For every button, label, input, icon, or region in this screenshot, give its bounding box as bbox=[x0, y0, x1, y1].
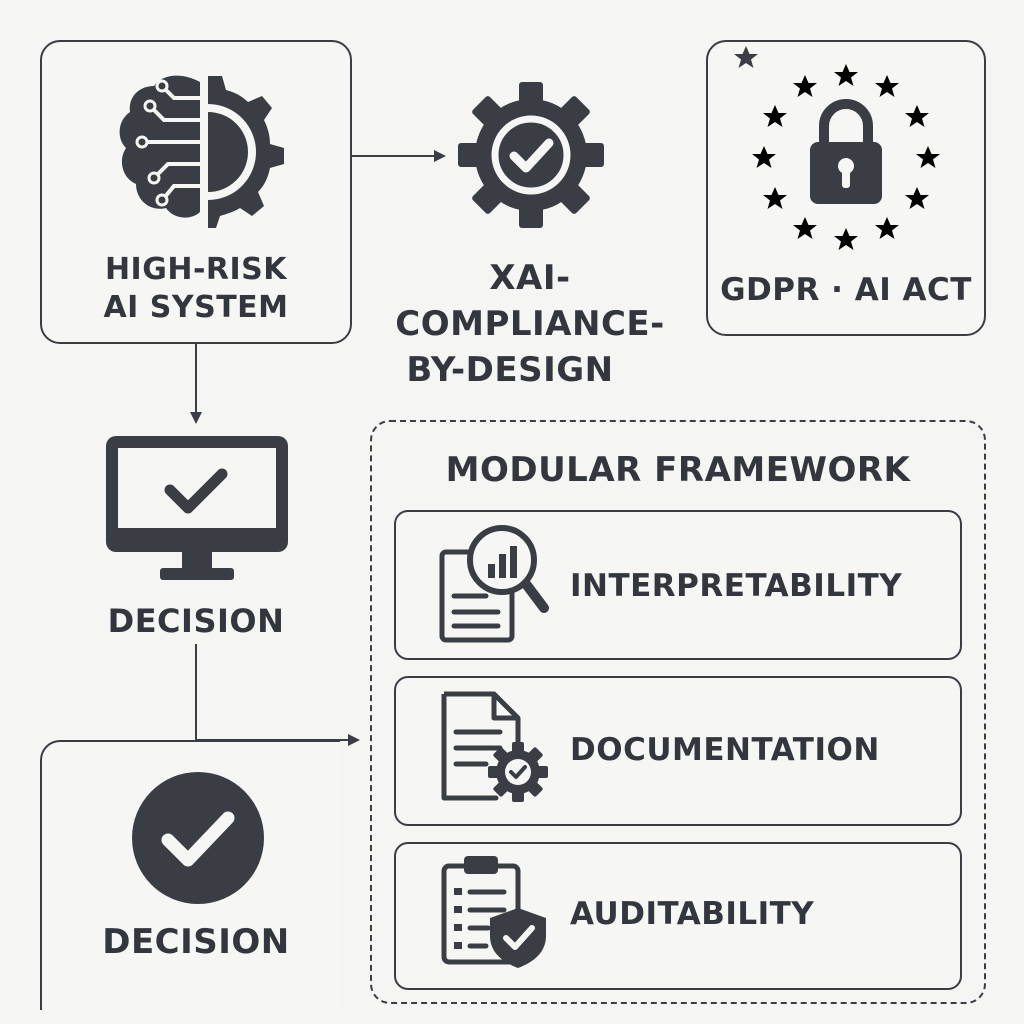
modular-framework-container bbox=[370, 420, 986, 1004]
decision-monitor-label: DECISION bbox=[107, 602, 285, 640]
check-circle-icon bbox=[132, 772, 264, 904]
xai-label-line3: BY-DESIGN bbox=[406, 350, 614, 390]
brain-gear-icon bbox=[119, 75, 284, 228]
interpretability-label: INTERPRETABILITY bbox=[570, 568, 903, 604]
gear-check-icon bbox=[458, 82, 604, 228]
auditability-label: AUDITABILITY bbox=[570, 896, 815, 932]
framework-title: MODULAR FRAMEWORK bbox=[445, 450, 911, 490]
xai-label-line2: COMPLIANCE- bbox=[395, 304, 665, 344]
module-documentation[interactable] bbox=[394, 676, 962, 826]
eu-stars-padlock-icon bbox=[734, 46, 940, 250]
high-risk-label-line1: HIGH-RISK bbox=[104, 252, 288, 287]
regulation-label: GDPR · AI ACT bbox=[720, 272, 972, 308]
monitor-check-icon bbox=[106, 436, 288, 580]
decision-final-label: DECISION bbox=[102, 922, 290, 962]
document-magnifier-chart-icon bbox=[439, 525, 549, 643]
high-risk-label-line2: AI SYSTEM bbox=[103, 290, 289, 325]
xai-label-line1: XAI- bbox=[489, 258, 571, 298]
clipboard-shield-check-icon bbox=[441, 856, 546, 968]
document-gear-check-icon bbox=[441, 691, 548, 802]
documentation-label: DOCUMENTATION bbox=[570, 732, 880, 768]
